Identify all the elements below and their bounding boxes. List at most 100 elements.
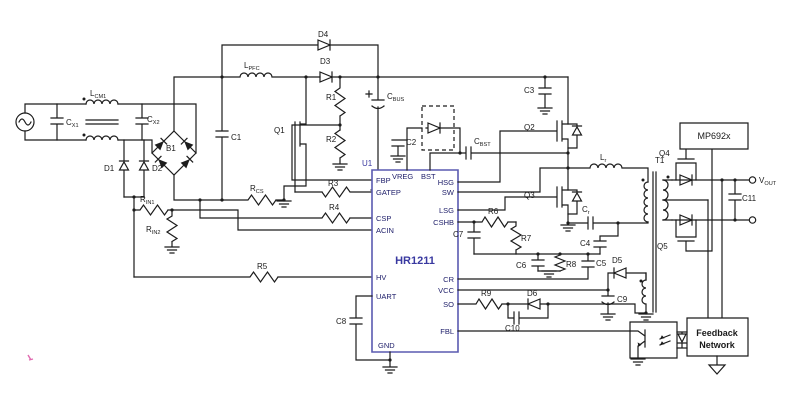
mosfet-q5 [676,149,712,251]
inductor-lpfc [222,73,320,77]
label-r3: R3 [328,179,339,188]
label-pin-acin: ACIN [376,226,394,235]
mosfet-q4 [676,149,696,180]
resistor-r6 [458,217,516,227]
label-u1: U1 [362,159,373,168]
cap-c11 [729,180,741,220]
resistor-rin1 [134,205,372,230]
label-pin-hv: HV [376,273,386,282]
label-r1: R1 [326,93,337,102]
resistor-r4 [200,200,372,223]
label-lpfc: LPFC [244,61,260,72]
label-b1: B1 [166,144,176,153]
label-d1: D1 [104,164,115,173]
inductor-lr [568,164,648,182]
label-q3: Q3 [524,191,535,200]
ic-body [372,170,458,352]
label-pin-hsg: HSG [438,178,454,187]
label-c8: C8 [336,317,347,326]
cap-c1 [216,77,228,200]
cap-c9 [602,290,614,313]
resistor-r2 [335,130,345,163]
label-lcm1: LCM1 [90,89,106,100]
resistor-r9 [458,299,528,309]
diode-d3 [320,72,568,82]
cap-c6 [532,254,544,271]
label-pin-cr: CR [443,275,454,284]
ac-input-filter [16,97,196,154]
diode-d5 [608,268,646,290]
label-r6: R6 [488,207,499,216]
label-pin-fbp: FBP [376,176,391,185]
label-pin-csp: CSP [376,214,391,223]
mosfet-q2 [458,77,582,182]
q4-body-diode [680,175,692,185]
fbp-feedback-wire [292,125,372,180]
label-r4: R4 [329,203,340,212]
resistor-r8 [555,254,565,271]
cap-cbus [366,77,384,189]
opto-led-icon [677,332,687,348]
cap-c8 [350,296,390,360]
cap-c10 [508,304,548,324]
cap-c5 [458,254,594,279]
label-r5: R5 [257,262,268,271]
label-r7: R7 [521,234,532,243]
label-cx2: CX2 [147,115,160,126]
cap-cr-resonant [568,217,648,229]
optocoupler-box [630,322,677,358]
label-pin-gnd: GND [378,341,395,350]
resistor-r5 [134,272,372,282]
label-c10: C10 [505,324,520,333]
pfc-stage [200,40,568,223]
label-c7: C7 [453,230,464,239]
label-c9: C9 [617,295,628,304]
cap-c7 [468,222,480,254]
label-rcs: RCS [250,184,264,195]
core [653,172,656,312]
label-d2: D2 [152,164,163,173]
label-c6: C6 [516,261,527,270]
label-q1: Q1 [274,126,285,135]
feedback-label-1: Feedback [696,328,739,338]
label-pin-vcc: VCC [438,286,454,295]
q5-body-diode [680,215,692,225]
q2-body-diode [568,124,582,148]
current-sense-network [458,217,600,279]
label-pin-gatep: GATEP [376,188,401,197]
label-d5: D5 [612,256,623,265]
aux-winding [642,273,646,313]
boot-diode [426,123,460,153]
diode-d6 [528,299,548,309]
label-c2: C2 [406,138,417,147]
label-r8: R8 [566,260,577,269]
label-c3: C3 [524,86,535,95]
label-rin1: RIN1 [140,195,155,206]
label-q5: Q5 [657,242,668,251]
resistor-rin2 [167,210,177,246]
sw-wire [458,168,568,192]
ic-hr1211 [350,106,568,374]
label-cbst: CBST [474,137,491,148]
cap-c2 [392,140,407,170]
label-hr1211: HR1211 [395,255,435,267]
primary-winding [644,182,648,222]
feedback-section: Feedback Network [458,180,748,374]
line-sense-network [120,140,373,282]
label-cbus: CBUS [387,92,405,103]
q3-body-diode [568,190,582,214]
transformer-t1 [638,172,708,321]
label-d6: D6 [527,289,538,298]
label-d4: D4 [318,30,329,39]
label-t1: T1 [655,156,665,165]
sr-output-stage: MP692x [672,123,756,251]
label-r9: R9 [481,289,492,298]
secondary-winding [663,180,668,220]
optocoupler-icon [630,330,670,358]
label-pin-so: SO [443,300,454,309]
label-rin2: RIN2 [146,225,161,236]
label-c1: C1 [231,133,242,142]
label-lr: Lr [600,153,606,164]
